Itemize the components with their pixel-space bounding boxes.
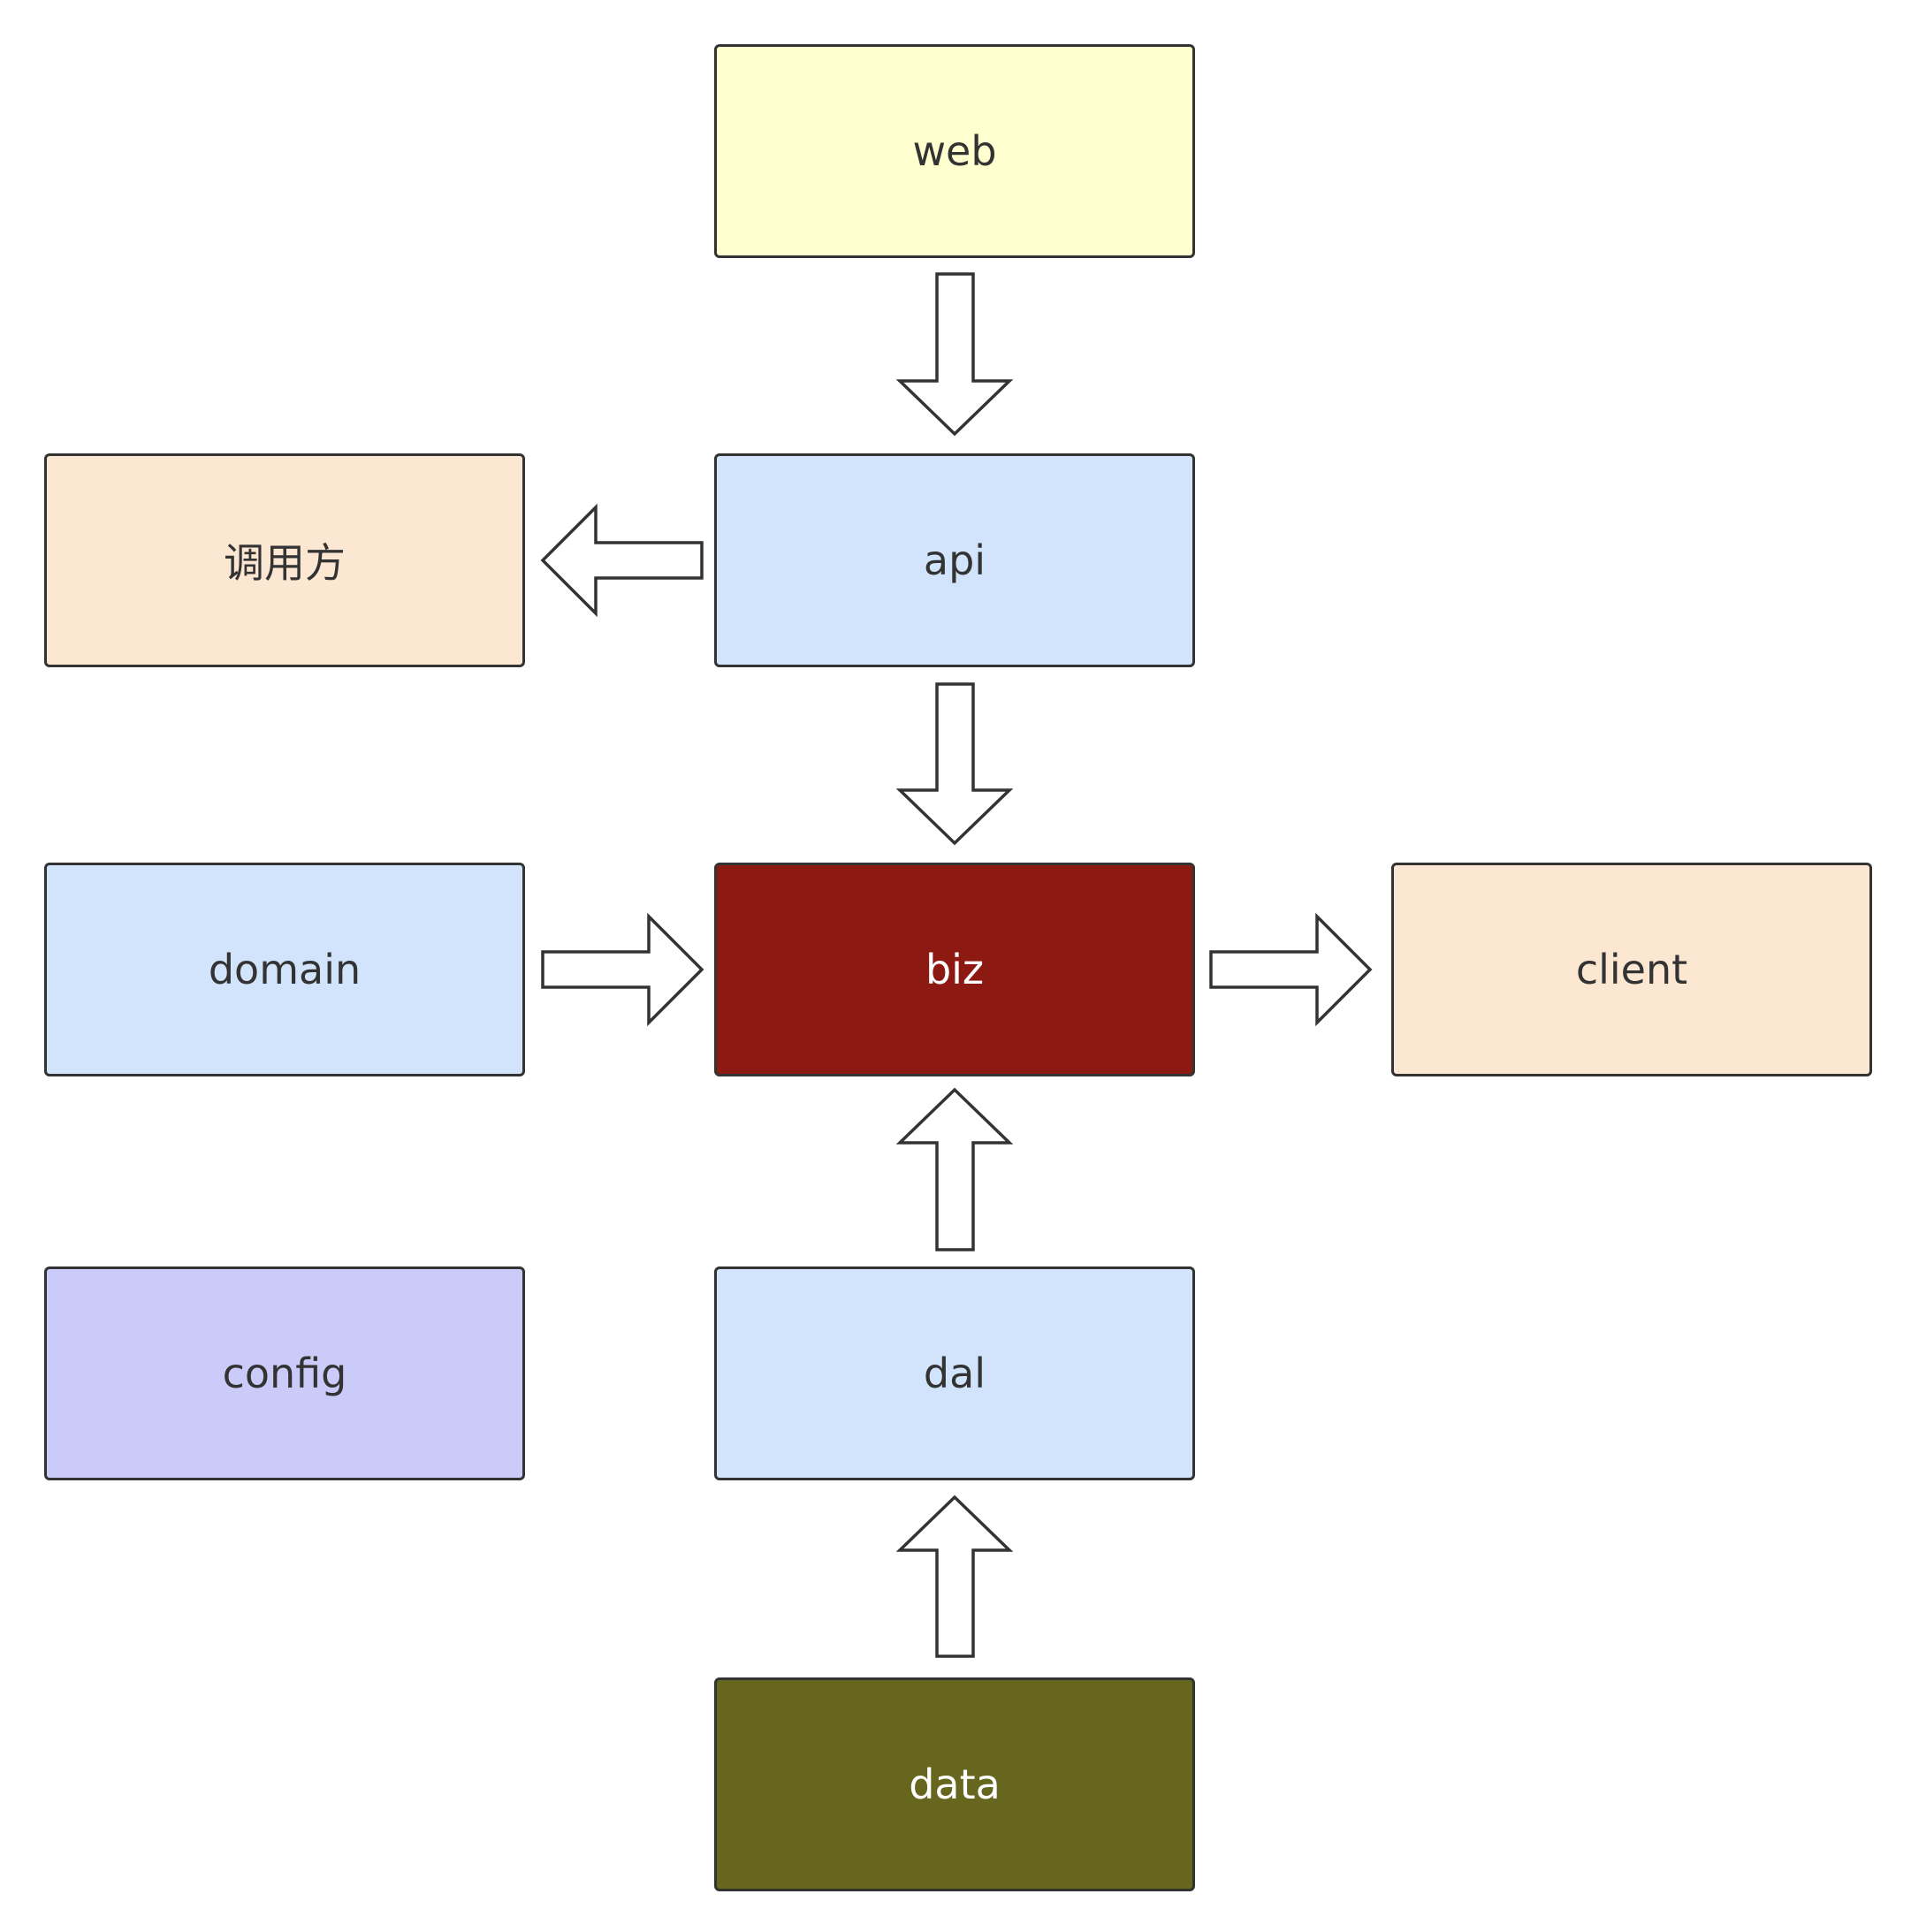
client-node: client [1391,863,1872,1076]
config-label: config [222,1350,347,1397]
data-label: data [909,1761,1001,1808]
domain-node: domain [44,863,525,1076]
arrow-api-to-caller [540,503,704,618]
arrow-data-to-dal [895,1495,1014,1658]
dal-node: dal [714,1266,1195,1480]
web-node: web [714,44,1195,258]
caller-node: 调用方 [44,453,525,667]
config-node: config [44,1266,525,1480]
domain-label: domain [208,946,362,993]
api-label: api [923,536,986,584]
caller-label: 调用方 [224,539,346,587]
api-node: api [714,453,1195,667]
client-label: client [1575,946,1688,993]
biz-node: biz [714,863,1195,1076]
web-label: web [912,127,997,175]
arrow-biz-to-client [1209,912,1373,1027]
dal-label: dal [923,1350,986,1397]
arrow-domain-to-biz [541,912,704,1027]
data-node: data [714,1677,1195,1891]
arrow-dal-to-biz [895,1087,1014,1251]
arrow-web-to-api [895,272,1014,437]
biz-label: biz [925,946,985,993]
arrow-api-to-biz [895,682,1014,846]
